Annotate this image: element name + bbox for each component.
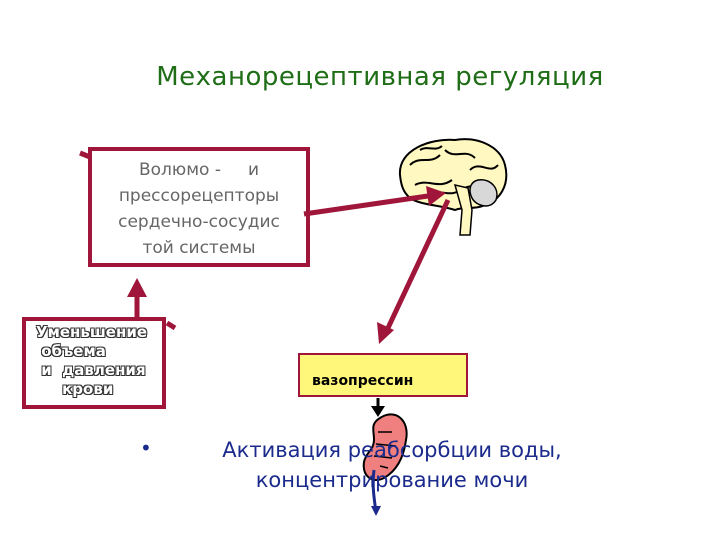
connector-ticks: [79, 150, 177, 331]
arrow-hormone-to-kidney: [371, 398, 385, 417]
arrow-decrease-to-receptors: [127, 278, 147, 318]
bullet-marker: •: [140, 436, 152, 460]
receptors-box: Волюмо - и прессорецепторы сердечно-сосу…: [88, 147, 310, 267]
receptors-line: прессорецепторы: [118, 186, 280, 206]
bullet-line: Активация реабсорбции воды,: [222, 438, 562, 462]
bullet-line: концентрирование мочи: [255, 468, 529, 492]
decrease-line: Уменьшение: [36, 323, 147, 341]
volume-decrease-box: Уменьшение объема и давления крови: [22, 317, 166, 409]
arrow-brain-to-hormone: [377, 198, 451, 344]
vasopressin-label: вазопрессин: [312, 373, 414, 389]
receptors-line: той системы: [142, 238, 256, 258]
decrease-line: объема: [36, 342, 106, 360]
brain-icon: [398, 138, 508, 236]
decrease-line: и давления: [36, 361, 146, 379]
receptors-line: сердечно-сосудис: [118, 212, 280, 232]
page-title: Механорецептивная регуляция: [156, 62, 604, 92]
decrease-line: крови: [36, 380, 114, 398]
bullet-item: • Активация реабсорбции воды, концентрир…: [140, 435, 700, 495]
kidney-icon: [362, 413, 408, 516]
arrow-receptors-to-brain: [303, 186, 446, 217]
bullet-text: Активация реабсорбции воды, концентриров…: [182, 435, 602, 495]
receptors-line: Волюмо - и: [138, 160, 260, 180]
vasopressin-box: вазопрессин: [298, 353, 468, 397]
